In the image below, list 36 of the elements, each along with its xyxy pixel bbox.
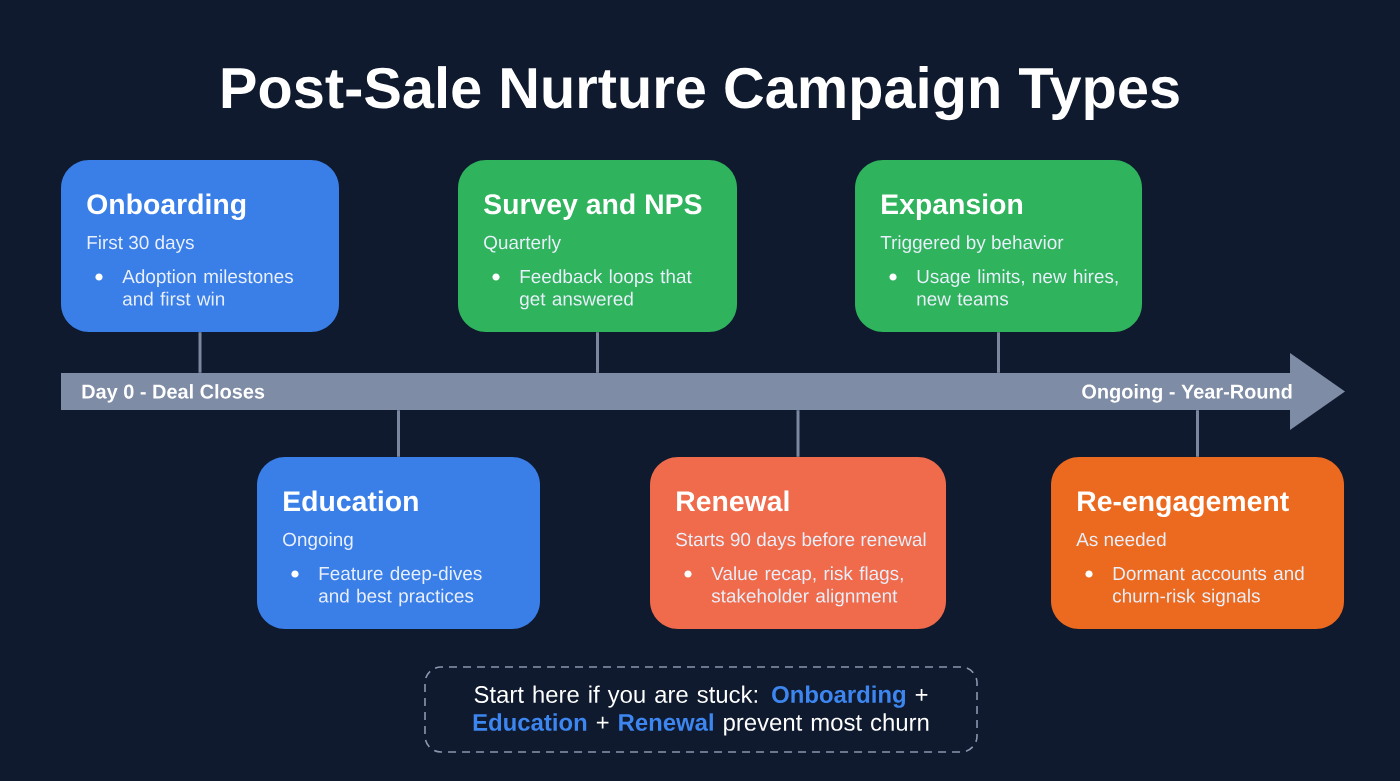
- bullet-text: Usage limits, new hires, new teams: [917, 269, 1118, 306]
- connector-line: [1196, 410, 1199, 457]
- connector-line: [997, 332, 1000, 373]
- title: Post-Sale Nurture Campaign Types: [222, 66, 1179, 121]
- note-box: [424, 666, 978, 753]
- campaign-card: [257, 457, 540, 629]
- bullet-text: Value recap, risk flags, stakeholder alignment: [711, 566, 903, 607]
- card-subtitle: First 30 days: [87, 235, 194, 253]
- campaign-card: [458, 160, 737, 332]
- card-title: Onboarding: [87, 193, 246, 220]
- timeline-arrow: [61, 353, 1345, 430]
- card-title: Re-engagement: [1078, 491, 1289, 517]
- timeline-label: Ongoing - Year-Round: [1082, 384, 1292, 403]
- campaign-card: [855, 160, 1142, 332]
- card-title: Expansion: [882, 193, 1023, 220]
- bullet-text: Dormant accounts and churn-risk signals: [1113, 566, 1304, 607]
- card-title: Education: [284, 490, 418, 512]
- card-subtitle: Quarterly: [484, 235, 561, 253]
- connector-line: [397, 410, 400, 457]
- campaign-card: [61, 160, 339, 332]
- connector-line: [198, 332, 202, 373]
- note-text: Start here if you are stuck: Onboarding + Education + Renewal prevent most churn: [473, 685, 929, 736]
- connector-line: [796, 410, 800, 457]
- bullet-text: Feedback loops that get answered: [520, 269, 692, 310]
- card-subtitle: Starts 90 days before renewal: [676, 532, 926, 550]
- card-title: Renewal: [677, 490, 789, 512]
- campaign-card: [1051, 457, 1344, 629]
- card-subtitle: Ongoing: [283, 532, 353, 550]
- connector-line: [596, 332, 599, 373]
- card-subtitle: As needed: [1076, 532, 1166, 547]
- timeline-label: Day 0 - Deal Closes: [82, 384, 265, 403]
- card-title: Survey and NPS: [484, 193, 702, 220]
- campaign-card: [650, 457, 946, 629]
- bullet-text: Adoption milestones and first win: [122, 269, 293, 306]
- card-subtitle: Triggered by behavior: [880, 235, 1064, 253]
- bullet-text: Feature deep-dives and best practices: [319, 566, 482, 607]
